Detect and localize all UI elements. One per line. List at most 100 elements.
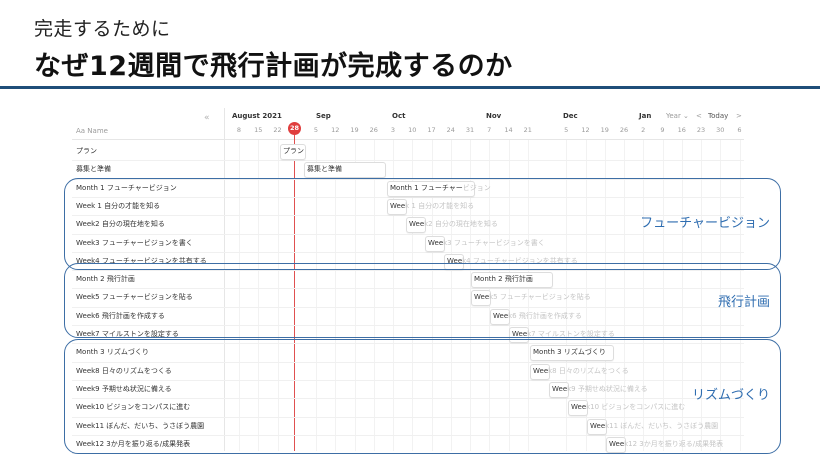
prev-arrow-icon[interactable]: < [696, 112, 702, 120]
timeline-bar-label: 募集と準備 [307, 165, 342, 174]
day-tick-label: 12 [581, 126, 590, 134]
timeline-bar[interactable] [606, 436, 626, 453]
slide-title: なぜ12週間で飛行計画が完成するのか [34, 51, 513, 82]
row-name[interactable]: Week9 予期せぬ状況に備える [76, 384, 172, 393]
collapse-sidebar-icon[interactable]: « [204, 113, 210, 123]
timeline-bar[interactable] [471, 290, 491, 307]
grid-line [720, 140, 722, 451]
header-divider [72, 139, 744, 140]
day-tick-label: 5 [313, 126, 319, 134]
day-tick-label: 7 [487, 126, 492, 134]
grid-line [393, 140, 394, 451]
row-name[interactable]: Week10 ビジョンをコンパスに進む [76, 403, 191, 412]
day-tick-label: 2 [641, 126, 646, 134]
row-name[interactable]: Week3 フューチャービジョンを書く [76, 238, 193, 247]
row-name[interactable]: Week6 飛行計画を作成する [76, 311, 165, 320]
grid-line [470, 140, 471, 451]
month-label-oct: Oct [392, 112, 406, 120]
group-outline [64, 178, 781, 270]
day-tick-label: 15 [254, 126, 263, 134]
timeline-bar[interactable] [549, 381, 569, 398]
group-outline [64, 263, 781, 338]
grid-line [277, 140, 279, 451]
year-select[interactable]: Year ⌄ [666, 112, 689, 120]
slide-subtitle: 完走するために [34, 18, 171, 40]
timeline-bar-label: Month 2 飛行計画 [474, 275, 533, 284]
row-name[interactable]: Week2 自分の現在地を知る [76, 220, 165, 229]
timeline-bar[interactable] [530, 345, 614, 362]
timeline-bar-label: プラン [283, 147, 304, 155]
row-divider [72, 215, 744, 217]
row-name[interactable]: Week12 3か月を振り返る/成果発表 [76, 439, 191, 448]
timeline-bar[interactable] [387, 180, 475, 197]
month-label-jan: Jan [639, 112, 652, 120]
row-name[interactable]: Week7 マイルストンを設定する [76, 330, 179, 338]
row-name[interactable]: Week 1 自分の才能を知る [76, 201, 161, 210]
title-rule [0, 86, 820, 89]
timeline-bar-label: Week8 日々のリズムをつくる [533, 366, 629, 375]
grid-line [585, 140, 587, 451]
row-divider [72, 160, 744, 162]
timeline-bar[interactable] [425, 235, 445, 252]
timeline-bar[interactable] [568, 400, 588, 417]
group-label: リズムづくり [691, 388, 770, 403]
timeline-bar[interactable] [406, 217, 426, 234]
day-tick-label: 6 [737, 126, 742, 134]
timeline-bar-label: Week 1 自分の才能を知る [390, 201, 475, 210]
today-line [294, 135, 295, 451]
grid-line [681, 140, 683, 451]
name-column-header[interactable]: Aa Name [76, 127, 108, 135]
row-name[interactable]: Week8 日々のリズムをつくる [76, 366, 172, 375]
row-name[interactable]: 募集と準備 [76, 165, 111, 174]
grid-line [566, 140, 568, 451]
row-divider [72, 416, 744, 418]
row-name[interactable]: Week5 フューチャービジョンを貼る [76, 293, 193, 302]
grid-line [643, 140, 645, 451]
row-divider [72, 196, 744, 198]
next-arrow-icon[interactable]: > [736, 112, 742, 120]
row-name[interactable]: Week11 ぼんだ、だいち、うさぼう農園 [76, 421, 205, 430]
row-name[interactable]: プラン [76, 147, 97, 155]
day-tick-label: 3 [390, 126, 396, 134]
timeline-bar[interactable] [490, 308, 510, 325]
timeline-bar[interactable] [304, 162, 386, 179]
day-tick-label: 19 [600, 126, 609, 134]
timeline-bar[interactable] [530, 363, 550, 380]
grid-line [450, 140, 452, 451]
day-tick-label: 23 [696, 126, 706, 134]
timeline-bar-label: Week3 フューチャービジョンを書く [428, 238, 545, 247]
timeline-bar[interactable] [387, 198, 407, 215]
timeline-bar[interactable] [471, 272, 553, 289]
today-button[interactable]: Today [708, 112, 729, 120]
row-name[interactable]: Month 1 フューチャービジョン [76, 183, 177, 192]
row-divider [72, 251, 744, 253]
row-divider [72, 343, 744, 345]
timeline-bar-label: Week12 3か月を振り返る/成果発表 [609, 439, 724, 448]
day-tick-label: 26 [369, 126, 378, 134]
grid-line [431, 140, 433, 451]
day-tick-label: 12 [331, 126, 340, 134]
grid-line [335, 140, 337, 451]
grid-line [527, 140, 529, 451]
name-column-divider [224, 108, 225, 451]
month-label-aug: August 2021 [232, 112, 282, 120]
row-divider [72, 379, 744, 381]
row-name[interactable]: Week4 フューチャービジョンを共有する [76, 256, 207, 265]
day-tick-label: 16 [677, 126, 686, 134]
day-tick-label: 9 [660, 126, 665, 134]
day-tick-label: 14 [504, 126, 513, 134]
row-name[interactable]: Month 2 飛行計画 [76, 275, 135, 284]
group-label: 飛行計画 [717, 295, 770, 310]
grid-line [412, 140, 414, 451]
timeline-bar[interactable] [587, 418, 607, 435]
timeline-bar-label: Week11 ぼんだ、だいち、うさぼう農園 [590, 421, 719, 430]
timeline-bar[interactable] [280, 144, 306, 160]
day-tick-label: 8 [236, 126, 242, 134]
timeline-bar-label: Week7 マイルストンを設定する [512, 330, 615, 338]
row-name[interactable]: Month 3 リズムづくり [76, 348, 149, 357]
group-label: フューチャービジョン [640, 216, 770, 231]
grid-line [701, 140, 702, 451]
month-label-nov: Nov [486, 112, 502, 120]
grid-line [373, 140, 375, 451]
group-outline [64, 339, 781, 454]
